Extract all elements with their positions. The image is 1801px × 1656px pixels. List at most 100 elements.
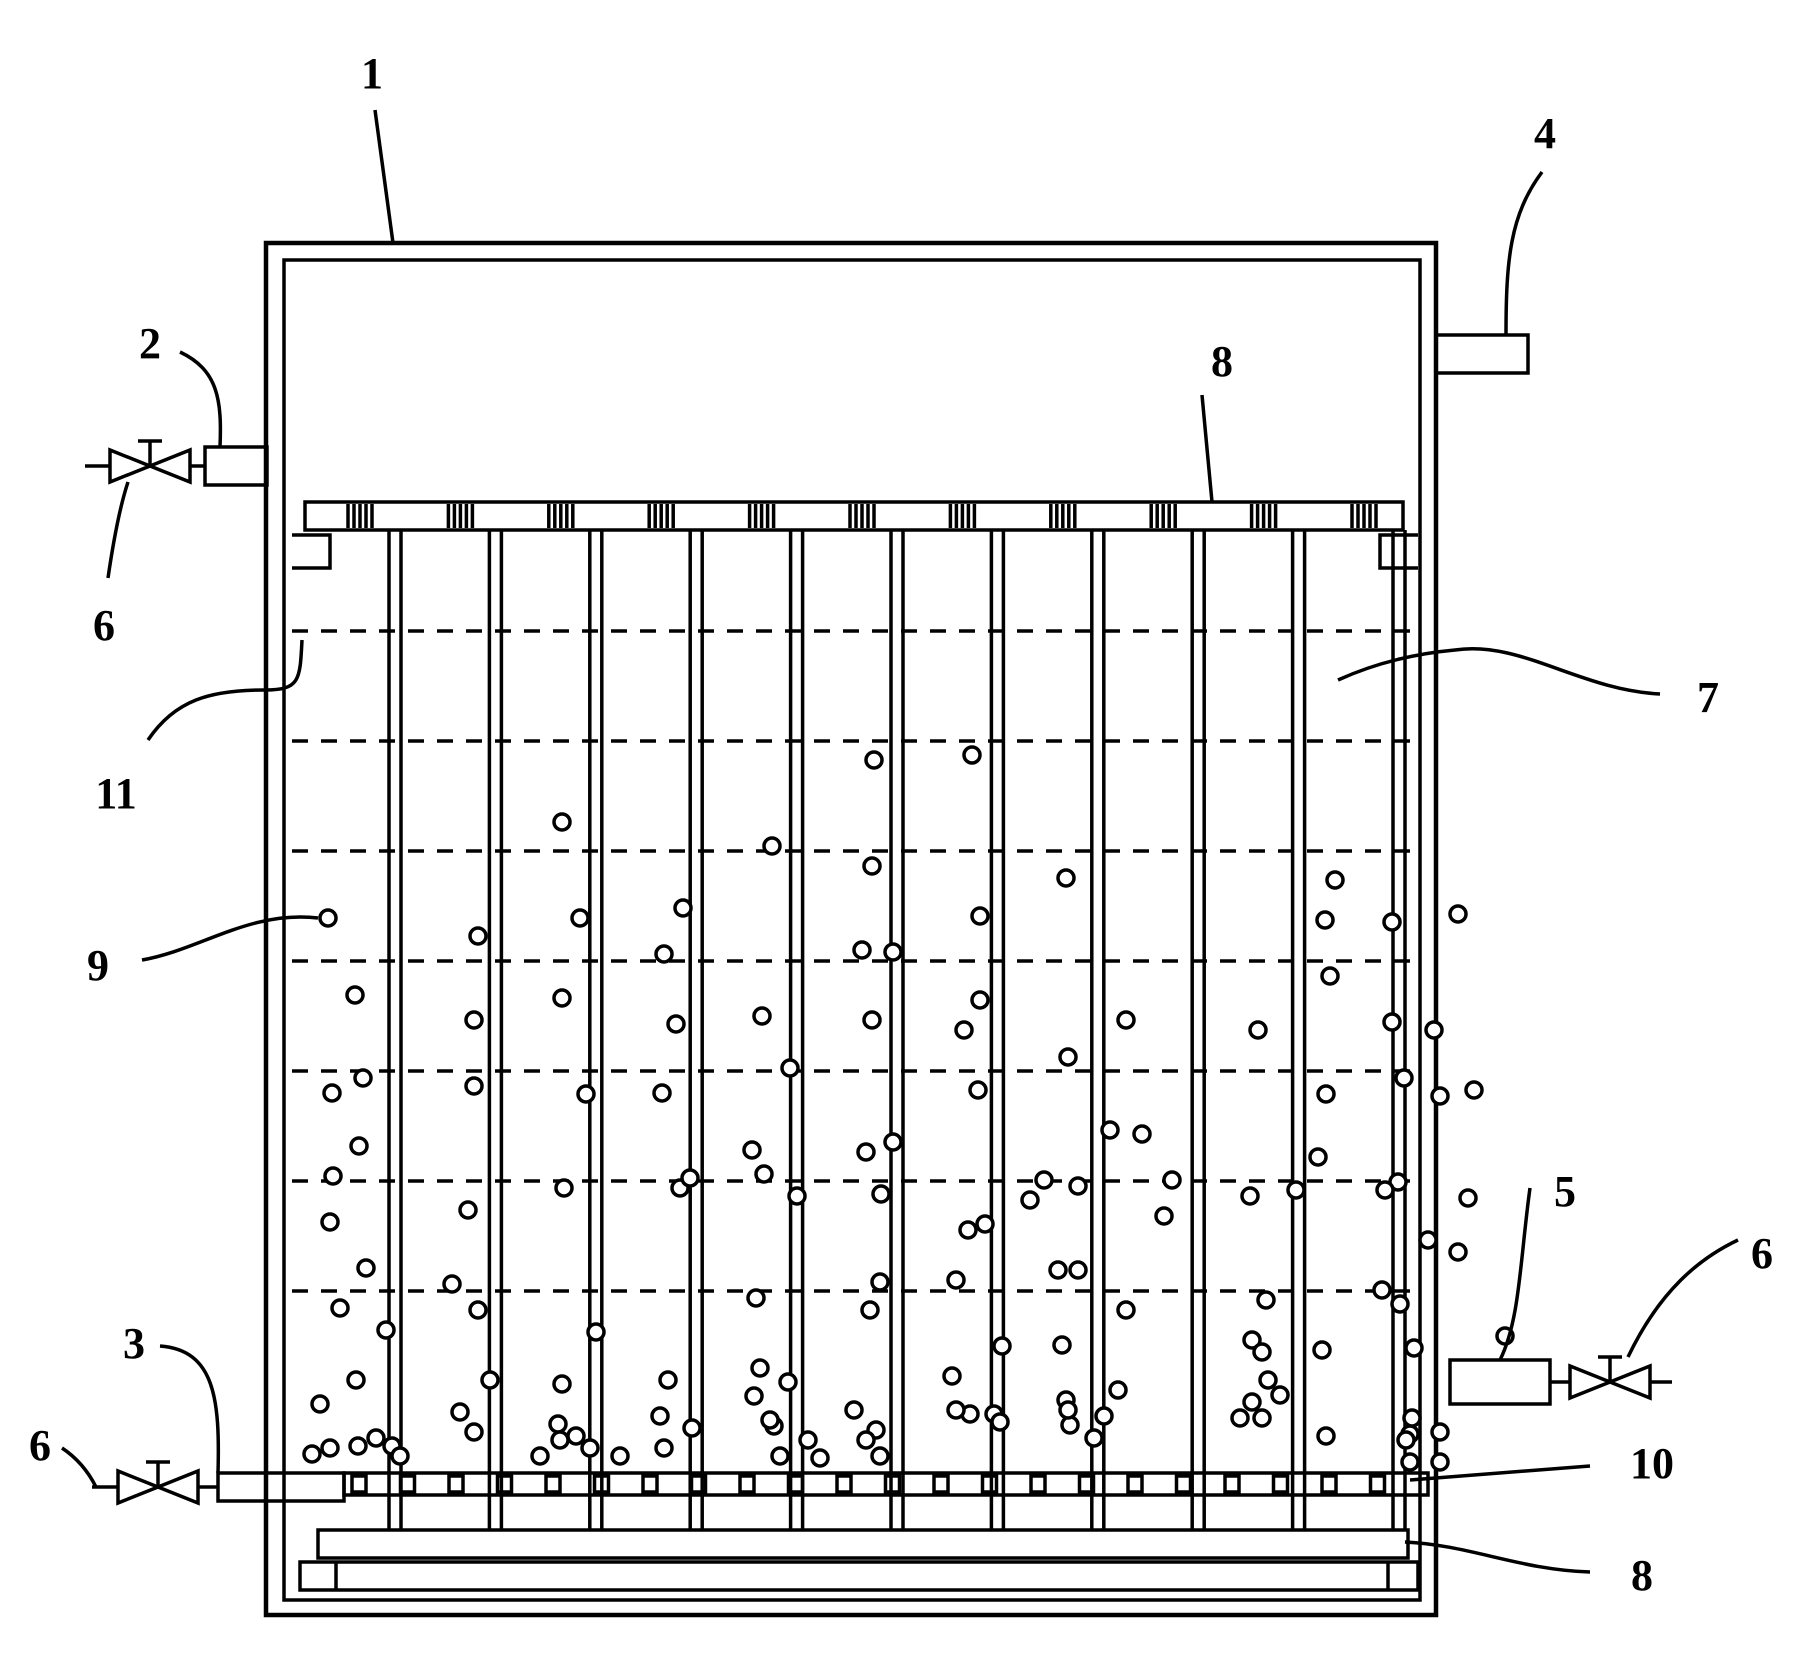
bubble-86 — [1068, 1176, 1088, 1196]
bubble-34 — [666, 1014, 686, 1034]
label-valve-left-top: 6 — [93, 601, 115, 650]
aerator-port-5 — [544, 1474, 562, 1494]
bubble-65 — [883, 1132, 903, 1152]
bubble-84 — [946, 1400, 966, 1420]
bubble-87 — [1068, 1260, 1088, 1280]
bubble-3 — [353, 1068, 373, 1088]
bubble-32 — [654, 944, 674, 964]
bubble-27 — [586, 1322, 606, 1342]
bubble-47 — [744, 1386, 764, 1406]
bubble-141 — [302, 1444, 322, 1464]
bubble-147 — [610, 1446, 630, 1466]
bubble-150 — [798, 1430, 818, 1450]
bubble-139 — [348, 1436, 368, 1456]
bubble-7 — [320, 1212, 340, 1232]
bubble-53 — [778, 1372, 798, 1392]
bubble-64 — [852, 940, 872, 960]
bubble-14 — [468, 926, 488, 946]
bubble-101 — [1252, 1342, 1272, 1362]
aerator-port-16 — [1077, 1474, 1096, 1494]
bubble-24 — [552, 988, 572, 1008]
bubble-38 — [650, 1406, 670, 1426]
bubble-117 — [1382, 1012, 1402, 1032]
bubble-149 — [770, 1446, 790, 1466]
bubble-17 — [458, 1200, 478, 1220]
aerator-port-7 — [641, 1474, 659, 1494]
bubble-145 — [550, 1430, 570, 1450]
bubble-62 — [962, 745, 982, 765]
bubble-134 — [1458, 1188, 1478, 1208]
bubble-137 — [1400, 1452, 1420, 1472]
bubble-63 — [970, 906, 990, 926]
bubble-66 — [870, 1272, 890, 1292]
bubble-97 — [1094, 1406, 1114, 1426]
bubble-2 — [345, 985, 365, 1005]
bubble-42 — [754, 1164, 774, 1184]
aerator-port-3 — [447, 1474, 465, 1494]
aerator-port-8 — [689, 1474, 708, 1494]
bubble-122 — [1372, 1280, 1392, 1300]
leader-lines — [61, 109, 1739, 1574]
bubble-59 — [871, 1184, 891, 1204]
label-bottom-header: 8 — [1631, 1551, 1653, 1600]
bubble-148 — [654, 1438, 674, 1458]
bubble-90 — [1154, 1206, 1174, 1226]
bubble-44 — [746, 1288, 766, 1308]
inlet-pipe — [85, 439, 269, 487]
label-top-header: 8 — [1211, 337, 1233, 386]
callout-labels: 1 4 2 8 6 11 7 9 5 6 3 6 10 8 — [29, 49, 1773, 1600]
bubble-16 — [464, 1076, 484, 1096]
bubble-76 — [1034, 1170, 1054, 1190]
aerator-port-21 — [1320, 1474, 1338, 1494]
bubble-12 — [310, 1394, 330, 1414]
label-aerator-plate: 10 — [1630, 1439, 1674, 1488]
bubble-153 — [870, 1446, 890, 1466]
aerator-port-11 — [835, 1474, 853, 1494]
aerator-port-9 — [738, 1474, 756, 1494]
bubble-26 — [554, 1178, 574, 1198]
aerator-port-6 — [592, 1474, 611, 1494]
aerator-port-18 — [1174, 1474, 1193, 1494]
bubble-56 — [968, 1080, 988, 1100]
bubble-129 — [1418, 1230, 1438, 1250]
bubble-55 — [970, 990, 990, 1010]
bubble-85 — [990, 1412, 1010, 1432]
bubble-33 — [652, 1083, 672, 1103]
bubble-121 — [1390, 1294, 1410, 1314]
bubble-112 — [1316, 1426, 1336, 1446]
bubble-18 — [468, 1300, 488, 1320]
bubble-82 — [954, 1020, 974, 1040]
bubble-100 — [1242, 1330, 1262, 1350]
bubble-30 — [566, 1426, 586, 1446]
bubble-19 — [442, 1274, 462, 1294]
bubble-96 — [1108, 1380, 1128, 1400]
bubble-78 — [1048, 1260, 1068, 1280]
aerator-port-2 — [398, 1474, 417, 1494]
top-membrane-header — [303, 500, 1405, 532]
bubble-126 — [1424, 1020, 1444, 1040]
bubble-106 — [1320, 966, 1340, 986]
bubble-125 — [1448, 904, 1468, 924]
bubble-51 — [780, 1058, 800, 1078]
bubble-152 — [856, 1430, 876, 1450]
bubble-69 — [975, 1214, 995, 1234]
bubble-58 — [862, 1010, 882, 1030]
bubble-118 — [1394, 1068, 1414, 1088]
label-gas-outlet: 4 — [1534, 109, 1556, 158]
bubble-10 — [376, 1320, 396, 1340]
aerator-port-22 — [1368, 1474, 1387, 1494]
bubble-95 — [1116, 1300, 1136, 1320]
bubble-22 — [464, 1422, 484, 1442]
bubble-103 — [1230, 1408, 1250, 1428]
bubble-88 — [1058, 1400, 1078, 1420]
bubble-114 — [1258, 1370, 1278, 1390]
aerator-port-20 — [1271, 1474, 1290, 1494]
baffles — [292, 629, 1420, 1293]
bubble-102 — [1252, 1408, 1272, 1428]
bubble-93 — [1116, 1010, 1136, 1030]
gas-outlet-pipe — [1434, 333, 1530, 375]
bubble-11 — [346, 1370, 366, 1390]
bubble-108 — [1308, 1147, 1328, 1167]
bubble-135 — [1448, 1242, 1468, 1262]
bubble-8 — [356, 1258, 376, 1278]
